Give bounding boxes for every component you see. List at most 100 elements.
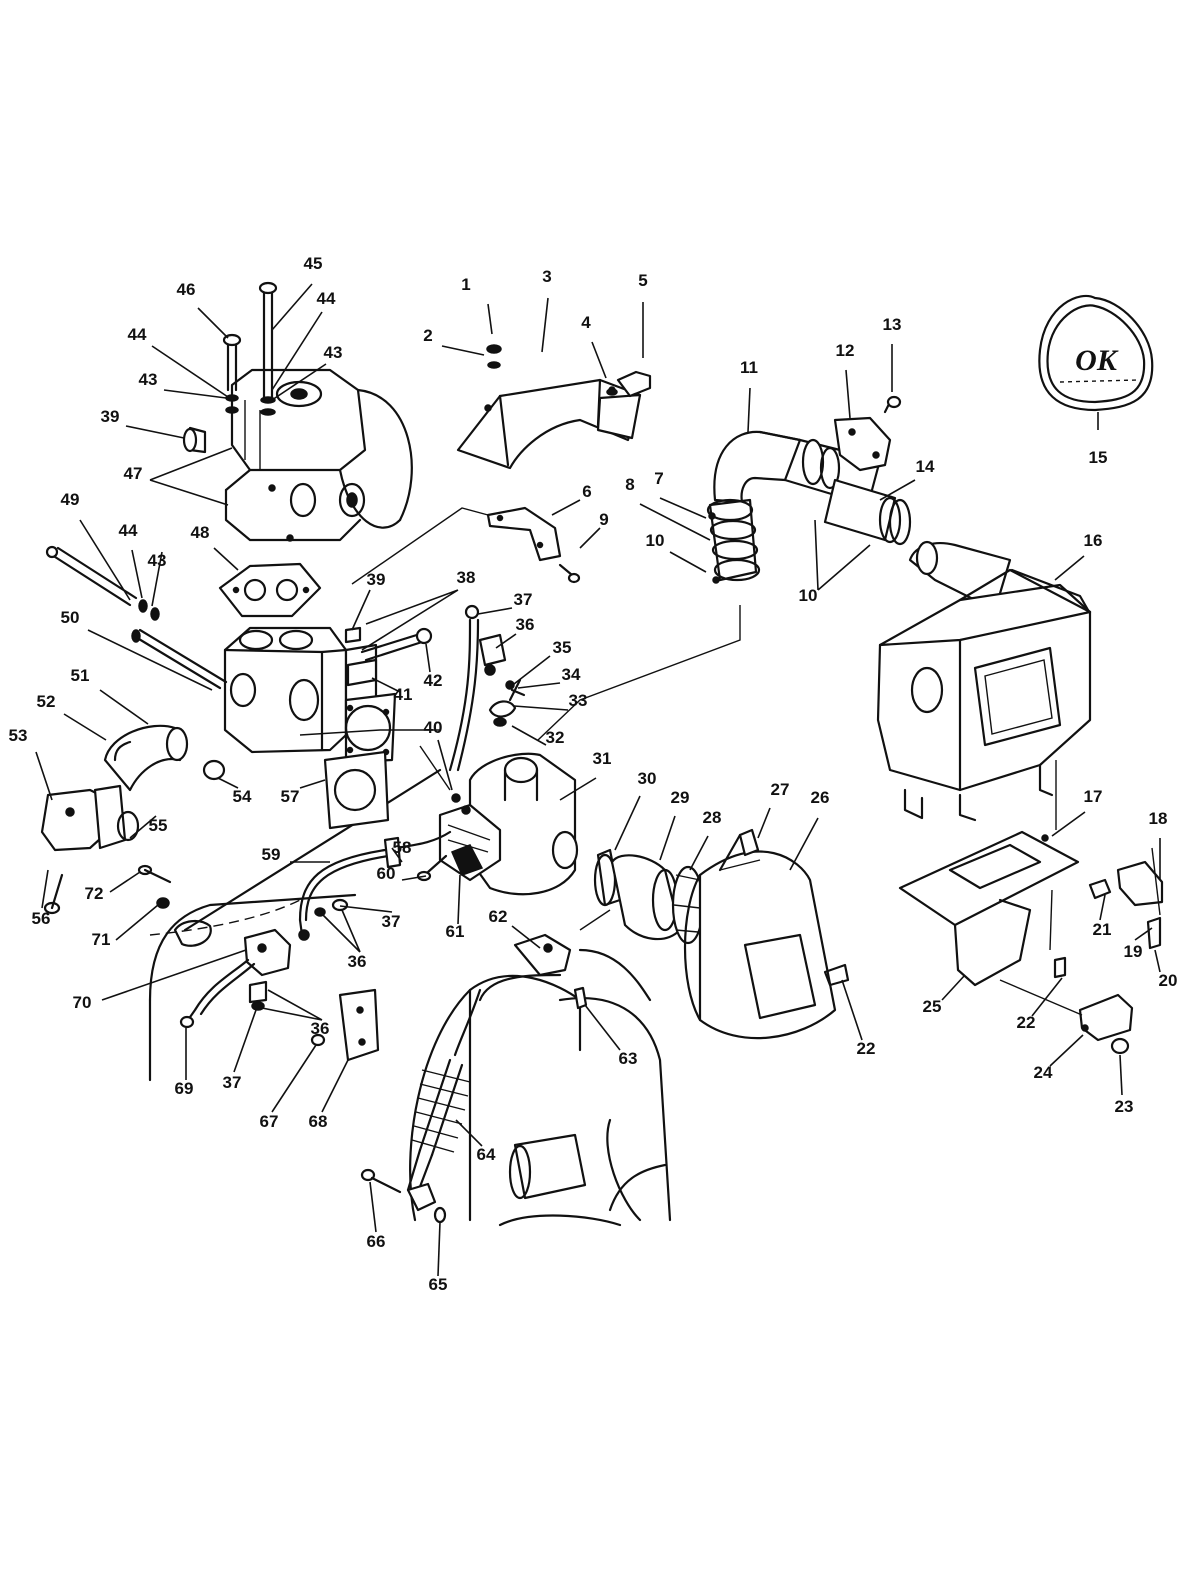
callout-49: 49 — [61, 490, 80, 509]
callout-21: 21 — [1093, 920, 1112, 939]
callout-29: 29 — [671, 788, 690, 807]
flange-gasket — [323, 750, 390, 830]
callout-35: 35 — [553, 638, 572, 657]
oil-fitting-block — [137, 864, 380, 1062]
turbocharger — [438, 604, 579, 896]
callout-27: 27 — [771, 780, 790, 799]
callout-5: 5 — [638, 271, 647, 290]
callout-44: 44 — [128, 325, 147, 344]
callout-60: 60 — [377, 864, 396, 883]
callout-37: 37 — [382, 912, 401, 931]
callout-28: 28 — [703, 808, 722, 827]
callout-7: 7 — [654, 469, 663, 488]
leader-lines — [35, 283, 1161, 1277]
callout-45: 45 — [304, 254, 323, 273]
callout-10: 10 — [646, 531, 665, 550]
callout-17: 17 — [1084, 787, 1103, 806]
centre-lines — [299, 507, 1161, 1016]
oil-lines — [298, 830, 452, 941]
callout-47: 47 — [124, 464, 143, 483]
callout-71: 71 — [92, 930, 111, 949]
callout-61: 61 — [446, 922, 465, 941]
oil-return-line — [360, 933, 588, 1224]
callout-26: 26 — [811, 788, 830, 807]
callout-31: 31 — [593, 749, 612, 768]
callout-8: 8 — [625, 475, 634, 494]
callout-52: 52 — [37, 692, 56, 711]
callout-38: 38 — [457, 568, 476, 587]
callout-13: 13 — [883, 315, 902, 334]
callout-64: 64 — [477, 1145, 496, 1164]
muffler — [876, 540, 1092, 822]
muffler-mount-plate — [898, 830, 1164, 1055]
callout-36: 36 — [348, 952, 367, 971]
callout-37: 37 — [223, 1073, 242, 1092]
callout-20: 20 — [1159, 971, 1178, 990]
callout-72: 72 — [85, 884, 104, 903]
callout-66: 66 — [367, 1232, 386, 1251]
callout-25: 25 — [923, 997, 942, 1016]
callout-4: 4 — [581, 313, 591, 332]
callout-33: 33 — [569, 691, 588, 710]
callout-44: 44 — [317, 289, 336, 308]
badge-callout: 15 — [1089, 448, 1108, 467]
air-intake-blower — [593, 828, 850, 1040]
callout-69: 69 — [175, 1079, 194, 1098]
callout-43: 43 — [139, 370, 158, 389]
callout-67: 67 — [260, 1112, 279, 1131]
callout-24: 24 — [1034, 1063, 1053, 1082]
callout-53: 53 — [9, 726, 28, 745]
callout-9: 9 — [599, 510, 608, 529]
shield-bracket — [486, 506, 581, 584]
exhaust-pipe — [706, 395, 912, 584]
callout-34: 34 — [562, 665, 581, 684]
callout-32: 32 — [546, 728, 565, 747]
callout-41: 41 — [394, 685, 413, 704]
callout-11: 11 — [740, 358, 758, 377]
callout-68: 68 — [309, 1112, 328, 1131]
callout-37: 37 — [514, 590, 533, 609]
callout-30: 30 — [638, 769, 657, 788]
badge-text: OK — [1075, 344, 1119, 377]
callout-14: 14 — [916, 457, 935, 476]
long-bolts — [45, 545, 433, 690]
callout-19: 19 — [1124, 942, 1143, 961]
callout-22: 22 — [857, 1039, 876, 1058]
callout-43: 43 — [148, 551, 167, 570]
callout-10: 10 — [799, 586, 818, 605]
callout-43: 43 — [324, 343, 343, 362]
callout-39: 39 — [101, 407, 120, 426]
callout-50: 50 — [61, 608, 80, 627]
callout-54: 54 — [233, 787, 252, 806]
callout-70: 70 — [73, 993, 92, 1012]
top-bolts — [222, 281, 278, 416]
manifold-housing — [182, 368, 413, 542]
callout-46: 46 — [177, 280, 196, 299]
callout-36: 36 — [311, 1019, 330, 1038]
gasket — [218, 562, 322, 618]
callout-22: 22 — [1017, 1013, 1036, 1032]
callout-65: 65 — [429, 1275, 448, 1294]
callout-12: 12 — [836, 341, 855, 360]
callout-16: 16 — [1084, 531, 1103, 550]
callout-1: 1 — [461, 275, 470, 294]
callout-18: 18 — [1149, 809, 1168, 828]
callout-40: 40 — [424, 718, 443, 737]
callout-42: 42 — [424, 671, 443, 690]
callout-62: 62 — [489, 907, 508, 926]
callout-58: 58 — [393, 838, 412, 857]
heat-shield — [456, 344, 652, 470]
callout-6: 6 — [582, 482, 591, 501]
callout-55: 55 — [149, 816, 168, 835]
callout-56: 56 — [32, 909, 51, 928]
callout-labels: 1234567891010111213141617181920212222232… — [9, 254, 1178, 1294]
callout-23: 23 — [1115, 1097, 1134, 1116]
callout-3: 3 — [542, 267, 551, 286]
callout-48: 48 — [191, 523, 210, 542]
ok-badge: OK — [1038, 294, 1154, 412]
exhaust-elbow — [40, 724, 226, 915]
callout-36: 36 — [516, 615, 535, 634]
callout-39: 39 — [367, 570, 386, 589]
engine-base-outline — [148, 768, 672, 1227]
